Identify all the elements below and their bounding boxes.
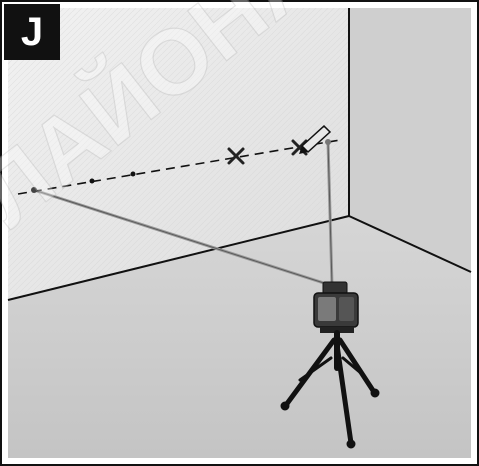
tripod-icon	[280, 330, 380, 449]
mark-dot	[89, 178, 95, 184]
floor	[8, 216, 471, 458]
laser-point	[325, 139, 331, 145]
pencil-icon	[299, 124, 332, 154]
laser-point	[31, 187, 37, 193]
cross-mark-icon	[227, 147, 245, 165]
mark-dot	[130, 171, 136, 177]
reference-line	[17, 139, 341, 195]
side-wall	[349, 8, 471, 272]
figure-label: J	[4, 4, 60, 60]
rotary-laser-level-icon	[313, 281, 359, 333]
